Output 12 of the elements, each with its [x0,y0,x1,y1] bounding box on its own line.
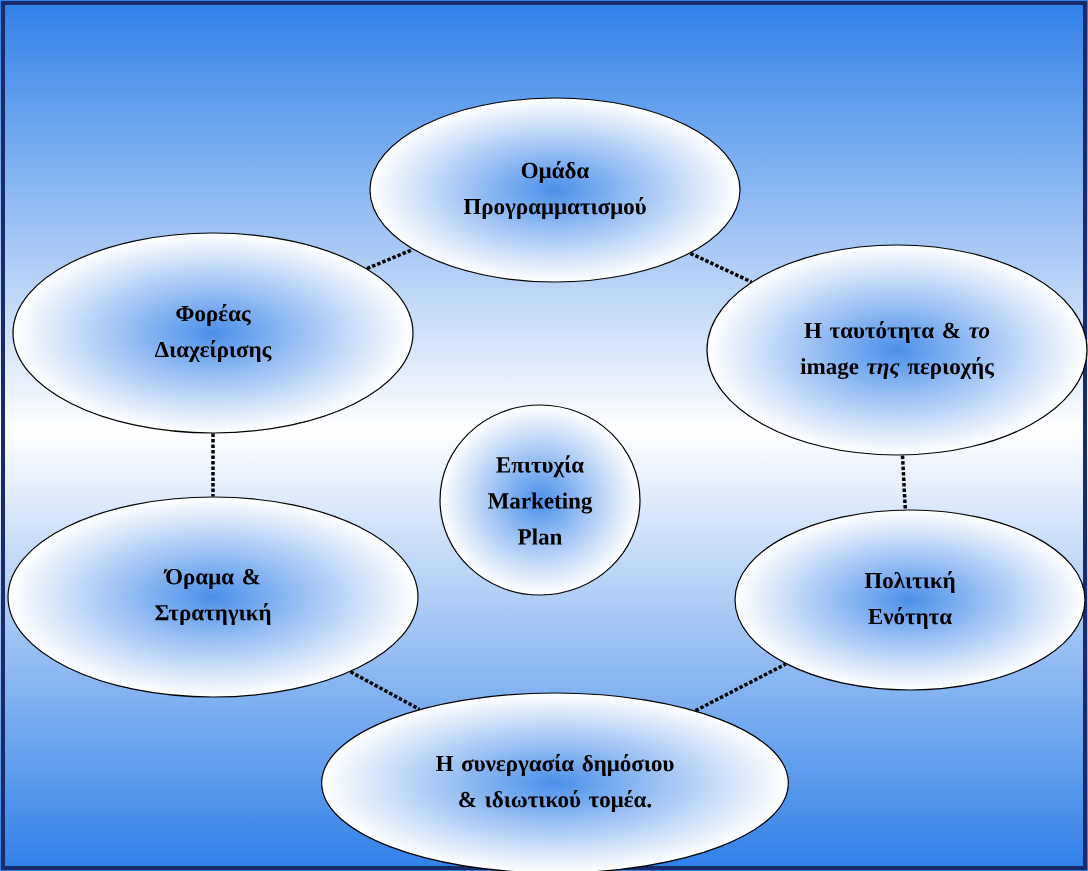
ellipse-node: Επιτυχία Marketing Plan [439,404,641,596]
dotted-connector [366,247,414,271]
ellipse-node: Φορέας Διαχείρισης [12,232,414,434]
dotted-connector [211,433,215,497]
dotted-connector [900,455,908,510]
ellipse-node: Όραμα & Στρατηγική [7,496,419,698]
ellipse-node: Ομάδα Προγραμματισμού [369,97,741,283]
dotted-connector [349,670,421,711]
dotted-connector [689,251,753,284]
ellipse-node: Πολιτική Ενότητα [734,509,1086,691]
dotted-connector [694,662,787,713]
ellipse-node: Η ταυτότητα & το image της περιοχής [706,244,1088,456]
